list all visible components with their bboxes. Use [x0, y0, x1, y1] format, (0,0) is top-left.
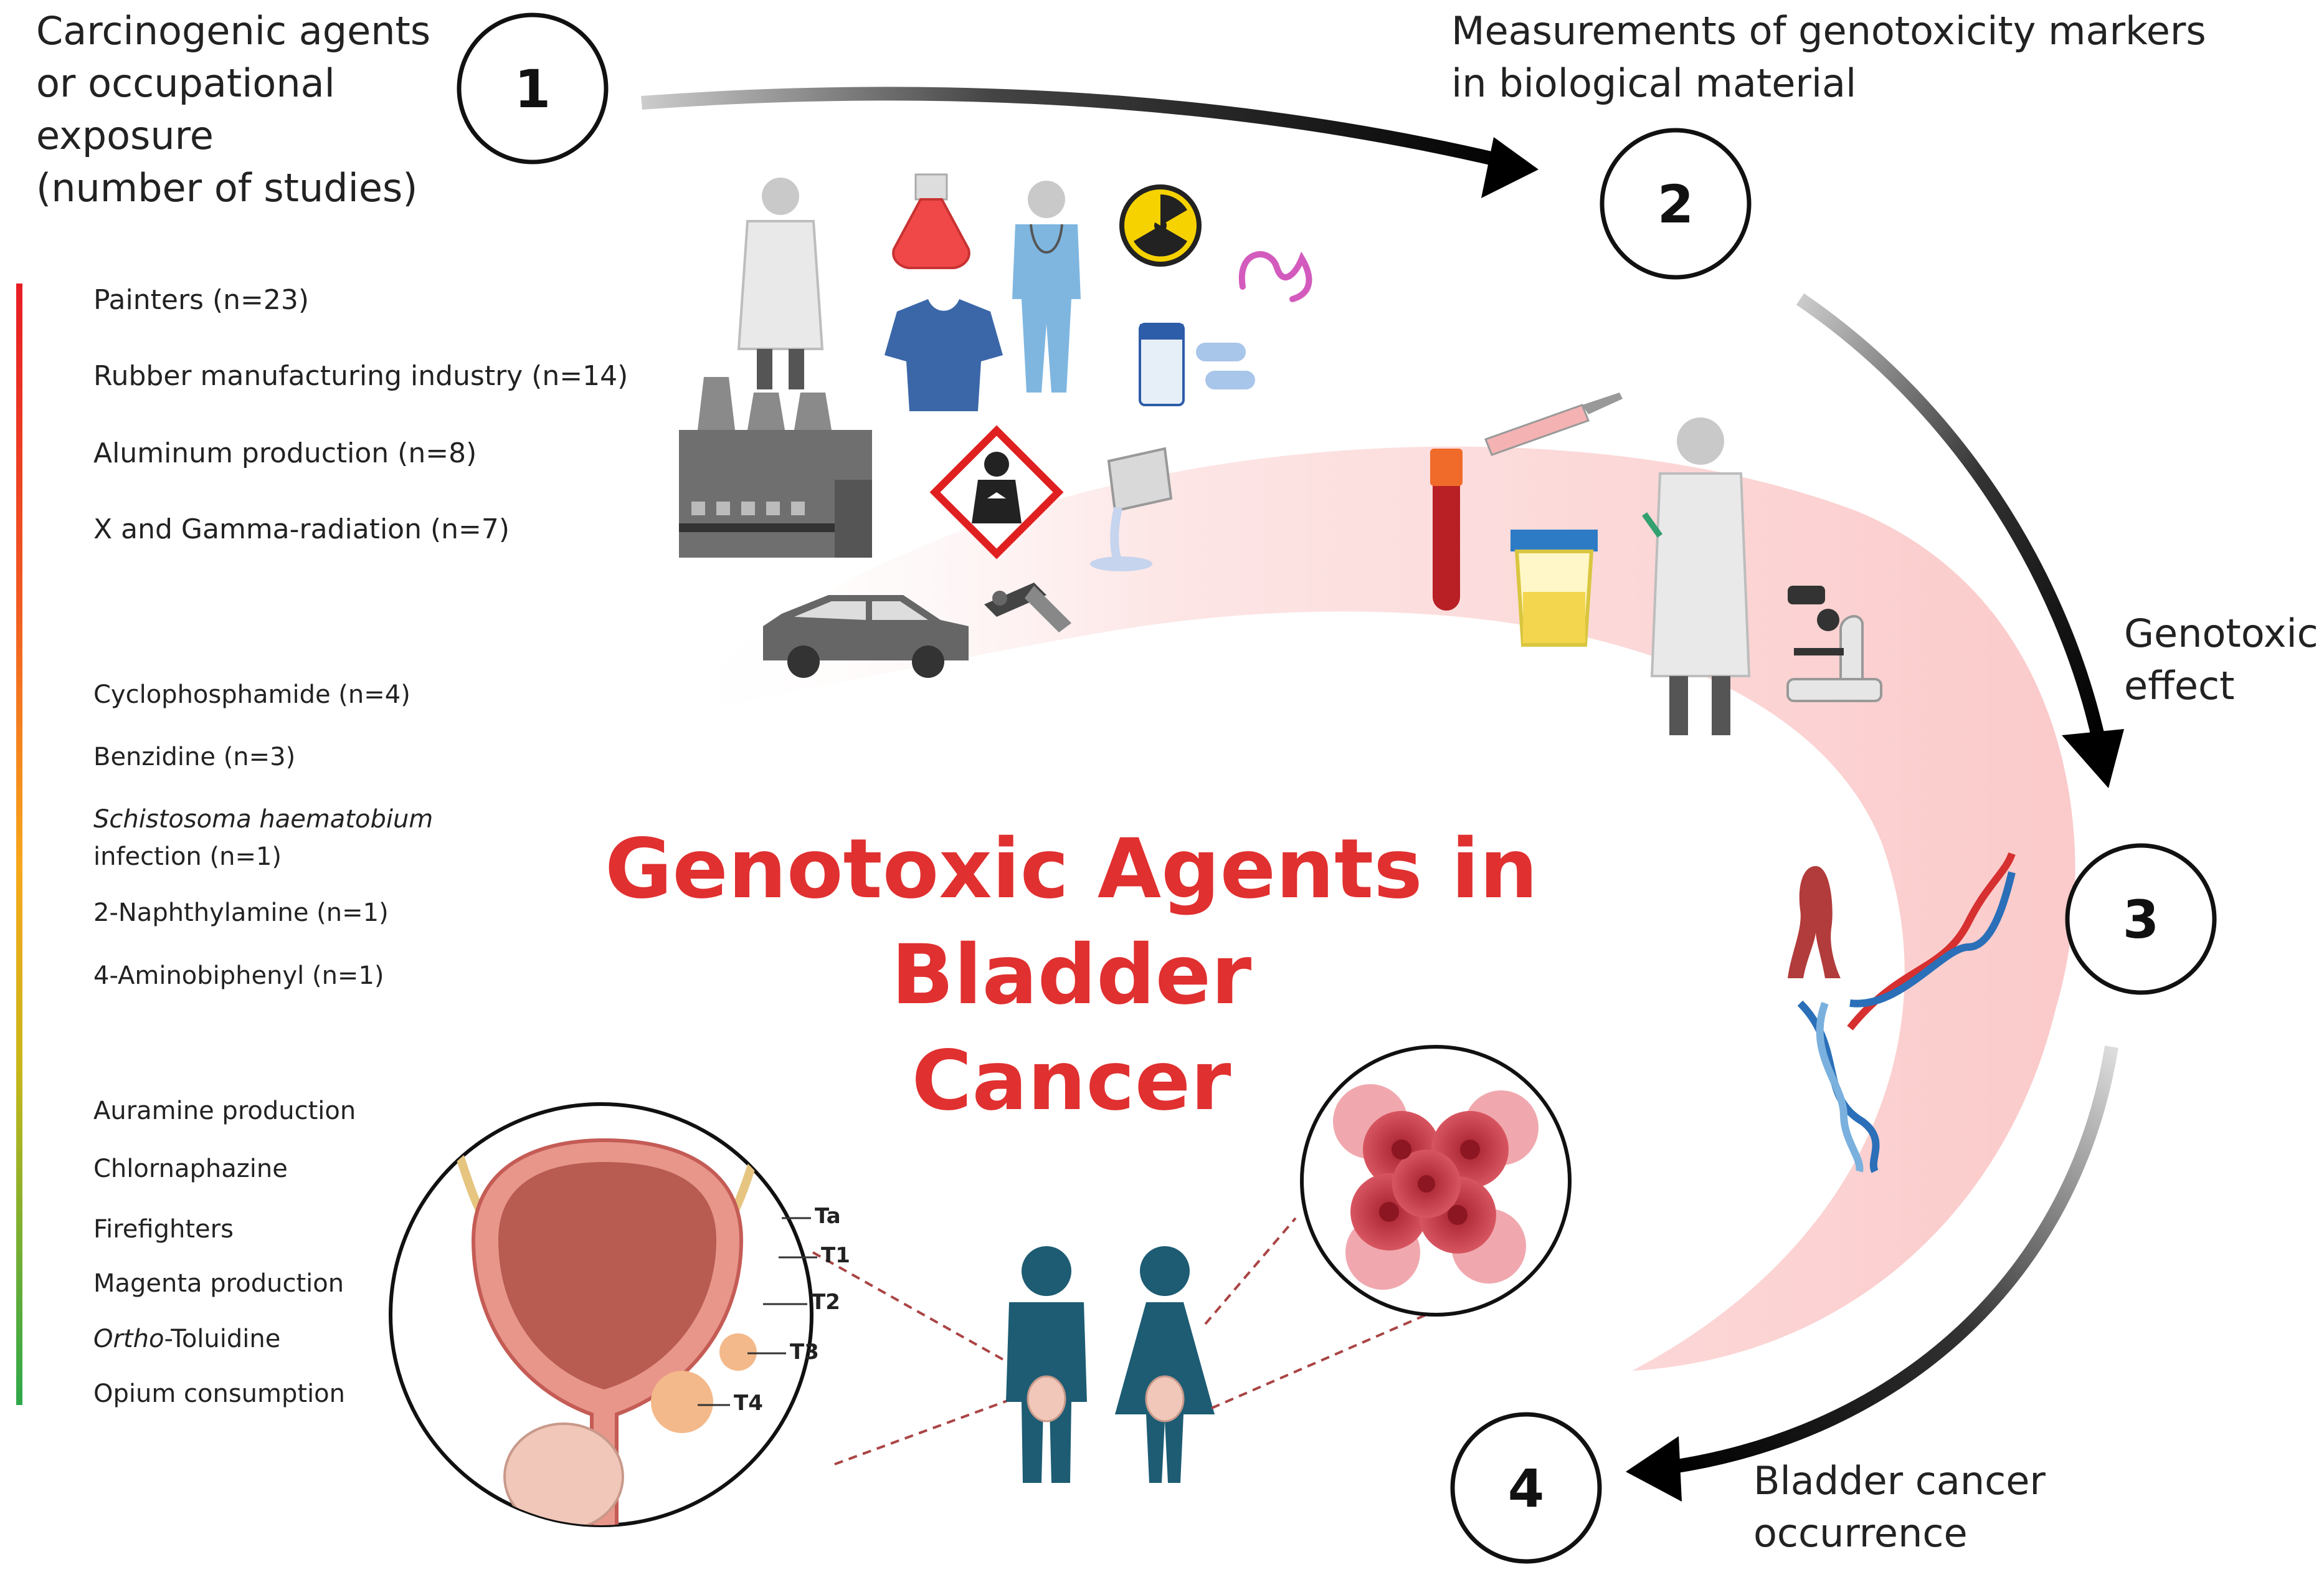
factory-icon: [679, 377, 872, 558]
flask-icon: [892, 173, 970, 269]
agent-suffix: infection (n=1): [93, 842, 282, 871]
paint-pour-icon: [1090, 447, 1173, 571]
woman-icon: [1115, 1246, 1215, 1483]
cells-leader-line-right: [1211, 1313, 1427, 1409]
step-3-circle: 3: [2065, 843, 2217, 995]
tumor-stage-label: T4: [734, 1391, 763, 1416]
step-4-label-line: Bladder cancer: [1753, 1458, 2046, 1503]
agent-item: Firefighters: [93, 1215, 234, 1244]
dna-icon: [1797, 852, 2016, 1173]
agent-item: Rubber manufacturing industry (n=14): [93, 360, 628, 392]
step-4-circle: 4: [1450, 1412, 1602, 1564]
pills-icon: [1139, 323, 1255, 406]
step-1-label-line: Carcinogenic agents: [36, 8, 431, 54]
step-2-number: 2: [1658, 174, 1694, 235]
step-4-number: 4: [1508, 1458, 1544, 1519]
arrow-3-to-4-head: [1626, 1436, 1682, 1502]
step-1-label-line: exposure: [36, 113, 214, 158]
cancer-cells-icon: [1300, 1045, 1572, 1317]
agent-italic-name: Schistosoma haematobium: [93, 805, 434, 834]
step-4-label: Bladder cancer occurrence: [1753, 1455, 2046, 1560]
arrow-3-to-4: [1668, 1046, 2118, 1474]
agent-item: Auramine production: [93, 1097, 356, 1125]
step-1-label: Carcinogenic agents or occupational expo…: [36, 5, 430, 214]
tshirt-icon: [885, 299, 1003, 411]
tumor-stage-label: T2: [811, 1290, 840, 1315]
microscope-icon: [1786, 586, 1882, 702]
step-3-label-line: effect: [2124, 663, 2235, 708]
diagram-title-line: Genotoxic Agents in Bladder: [605, 821, 1538, 1023]
agent-item: Benzidine (n=3): [93, 743, 296, 771]
agent-item: Aluminum production (n=8): [93, 437, 477, 469]
step-1-circle: 1: [457, 12, 609, 164]
step-2-label-line: in biological material: [1451, 60, 1857, 106]
agent-item: Painters (n=23): [93, 284, 310, 316]
step-4-label-line: occurrence: [1753, 1510, 1968, 1556]
syringe-icon: [1484, 393, 1623, 456]
step-3-number: 3: [2123, 889, 2159, 950]
arrow-1-to-2-head: [1481, 137, 1539, 198]
tumor-stage-label: T3: [790, 1340, 819, 1365]
worm-icon: [1238, 251, 1312, 302]
car-icon: [763, 595, 969, 678]
diagram-title: Genotoxic Agents in Bladder Cancer: [523, 816, 1620, 1134]
agent-item: Schistosoma haematobium infection (n=1): [93, 801, 433, 875]
airbrush-icon: [984, 583, 1071, 632]
agent-item: 2-Naphthylamine (n=1): [93, 898, 389, 927]
agent-item: Chlornaphazine: [93, 1155, 288, 1183]
bladder-leader-line-right: [812, 1251, 1035, 1378]
chromosome-icon: [1788, 866, 1841, 978]
agent-item: 4-Aminobiphenyl (n=1): [93, 961, 384, 990]
agent-item: Cyclophosphamide (n=4): [93, 680, 410, 709]
scientist-icon: [737, 178, 824, 389]
health-hazard-icon: [929, 425, 1064, 560]
diagram-title-line: Cancer: [911, 1033, 1231, 1129]
man-icon: [1006, 1246, 1087, 1483]
agent-item: Ortho-Toluidine: [93, 1325, 280, 1353]
bladder-icon: [389, 1102, 813, 1527]
tumor-stage-label: Ta: [815, 1204, 841, 1229]
agent-item: Opium consumption: [93, 1379, 346, 1408]
step-1-label-line: (number of studies): [36, 165, 418, 211]
scientist-2-icon: [1641, 417, 1751, 735]
agent-suffix: -Toluidine: [164, 1325, 281, 1353]
exposure-scale-bar: [16, 283, 22, 1405]
agent-italic-name: Ortho: [93, 1325, 164, 1353]
step-2-label-line: Measurements of genotoxicity markers: [1451, 8, 2206, 54]
step-1-number: 1: [515, 59, 551, 120]
agent-item: X and Gamma-radiation (n=7): [93, 513, 510, 545]
step-2-label: Measurements of genotoxicity markers in …: [1451, 5, 2206, 110]
step-3-label-line: Genotoxic: [2124, 611, 2318, 656]
step-1-label-line: or occupational: [36, 60, 335, 106]
blood-tube-icon: [1430, 449, 1463, 611]
tumor-stage-label: T1: [821, 1243, 850, 1268]
urine-cup-icon: [1511, 530, 1598, 647]
radiation-icon: [1119, 184, 1202, 267]
step-3-label: Genotoxic effect: [2124, 607, 2318, 712]
arrow-2-to-3-head: [2062, 729, 2124, 788]
cells-leader-line-left: [1204, 1217, 1297, 1325]
arrow-2-to-3: [1796, 293, 2106, 743]
arrow-1-to-2: [641, 87, 1522, 172]
agent-item: Magenta production: [93, 1269, 344, 1298]
doctor-icon: [1012, 181, 1081, 393]
step-2-circle: 2: [1600, 128, 1752, 280]
